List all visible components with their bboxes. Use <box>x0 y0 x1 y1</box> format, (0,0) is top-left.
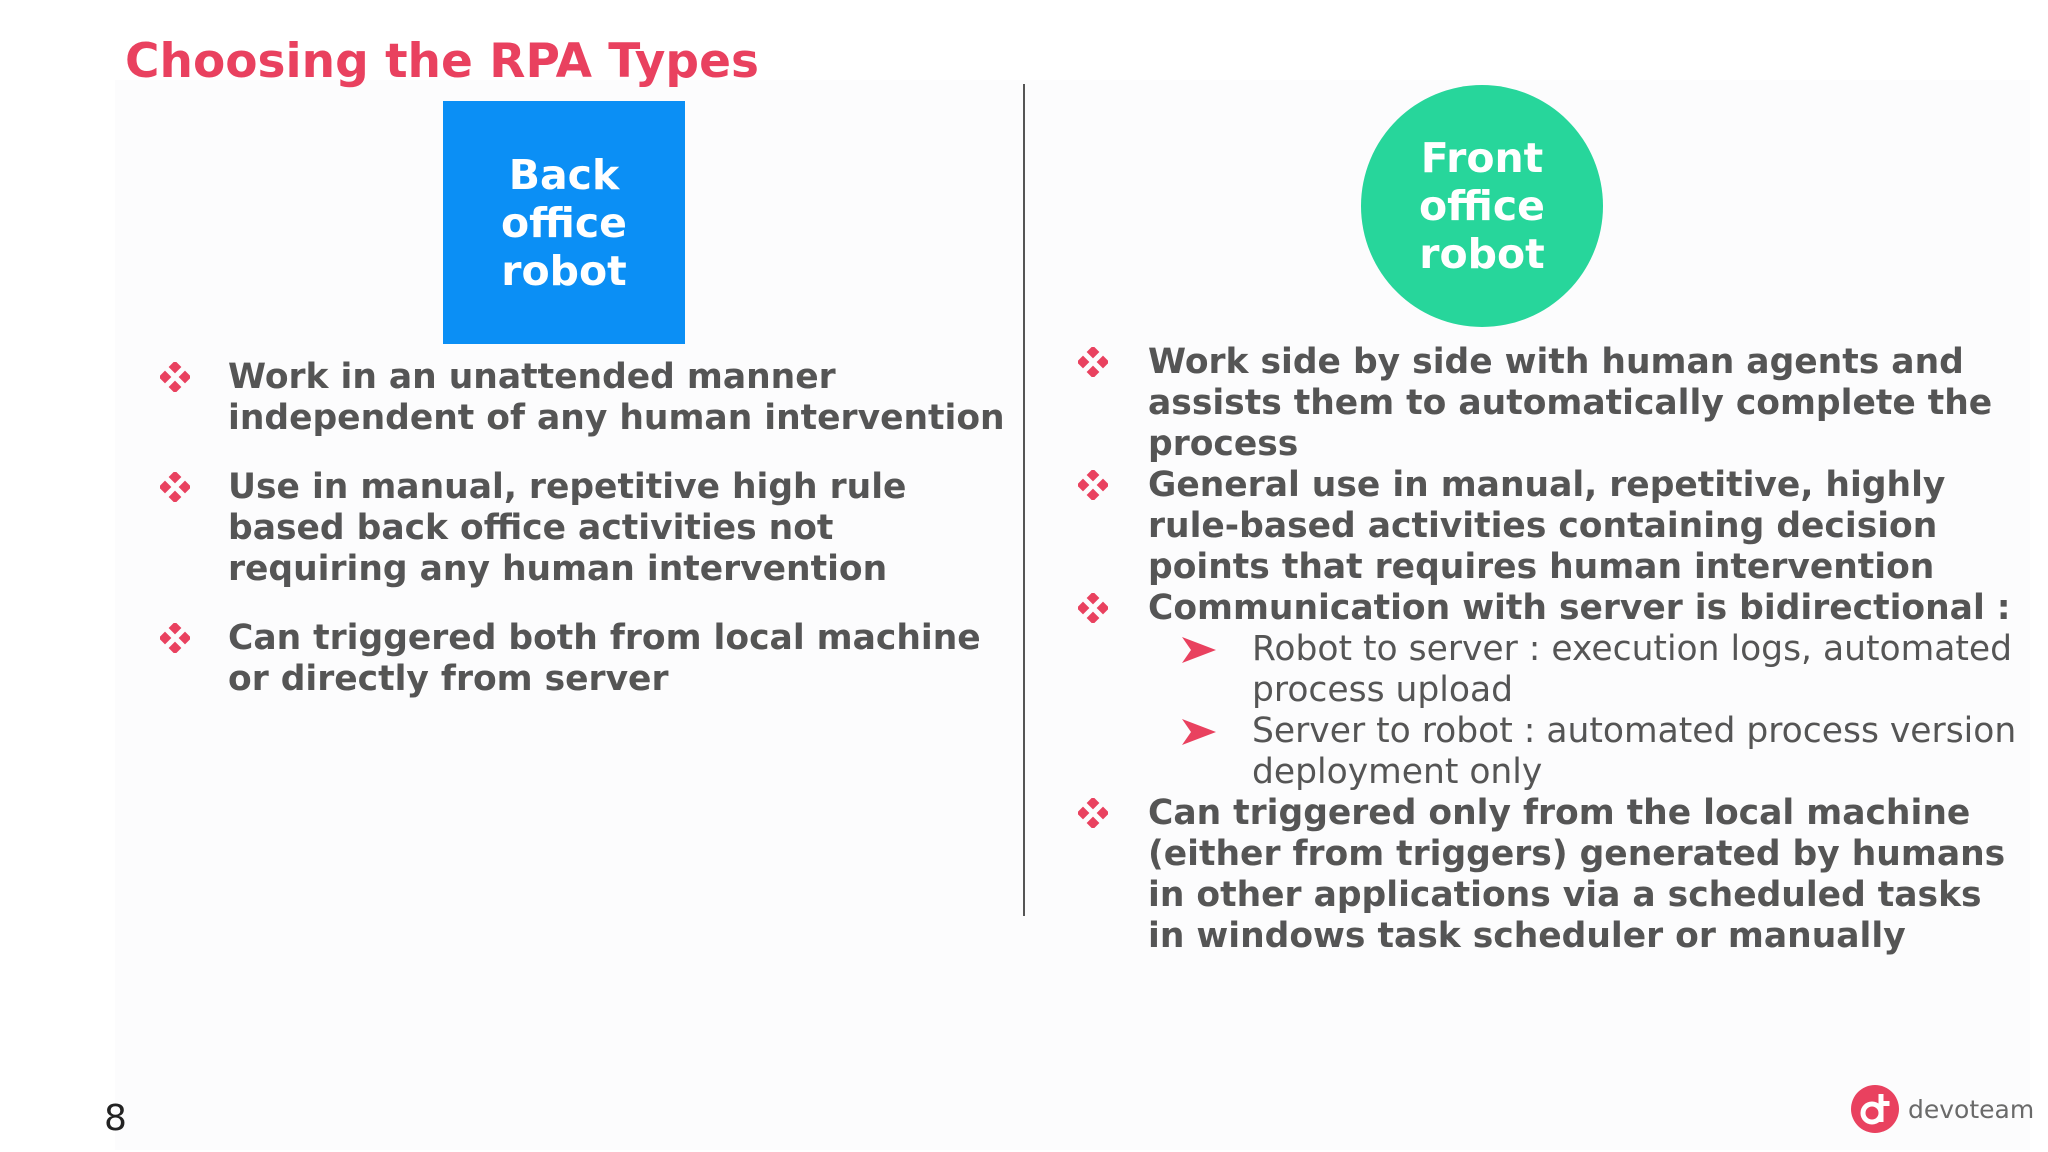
bullet-text: Work in an unattended manner independent… <box>228 357 1005 438</box>
list-item: General use in manual, repetitive, highl… <box>1078 465 2018 588</box>
bullet-text: Work side by side with human agents and … <box>1148 342 1993 464</box>
list-item: Can triggered both from local machine or… <box>160 618 1020 700</box>
bullet-text: Can triggered only from the local machin… <box>1148 793 2006 956</box>
four-diamond-bullet-icon <box>1078 470 1108 500</box>
devoteam-logo-icon <box>1851 1085 1899 1133</box>
slide-title: Choosing the RPA Types <box>125 34 759 89</box>
list-item: Can triggered only from the local machin… <box>1078 793 2018 957</box>
sub-bullet-text: Server to robot : automated process vers… <box>1252 711 2017 792</box>
logo-wordmark: devoteam <box>1908 1094 2035 1124</box>
list-item: Communication with server is bidirection… <box>1078 588 2018 793</box>
list-item: Work in an unattended manner independent… <box>160 357 1020 439</box>
sub-bullet-list: Robot to server : execution logs, automa… <box>1182 629 2018 793</box>
sub-bullet-text: Robot to server : execution logs, automa… <box>1252 629 2013 710</box>
front-office-bullet-list: Work side by side with human agents and … <box>1078 342 2018 957</box>
devoteam-logo: devoteam <box>1850 1083 2034 1135</box>
arrowhead-bullet-icon <box>1182 719 1216 745</box>
list-item: Work side by side with human agents and … <box>1078 342 2018 465</box>
four-diamond-bullet-icon <box>160 623 190 653</box>
back-office-robot-box: Back office robot <box>443 101 685 344</box>
list-item: Use in manual, repetitive high rule base… <box>160 467 1020 590</box>
bullet-text: Use in manual, repetitive high rule base… <box>228 467 907 589</box>
bullet-text: Communication with server is bidirection… <box>1148 588 2011 628</box>
arrowhead-bullet-icon <box>1182 637 1216 663</box>
four-diamond-bullet-icon <box>160 362 190 392</box>
page-number: 8 <box>104 1098 127 1139</box>
sub-list-item: Server to robot : automated process vers… <box>1182 711 2018 793</box>
bullet-text: Can triggered both from local machine or… <box>228 618 981 699</box>
front-office-robot-circle: Front office robot <box>1361 85 1603 327</box>
four-diamond-bullet-icon <box>1078 798 1108 828</box>
bullet-text: General use in manual, repetitive, highl… <box>1148 465 1946 587</box>
four-diamond-bullet-icon <box>160 472 190 502</box>
column-divider <box>1023 84 1025 916</box>
four-diamond-bullet-icon <box>1078 347 1108 377</box>
sub-list-item: Robot to server : execution logs, automa… <box>1182 629 2018 711</box>
slide-background <box>115 80 2030 1150</box>
back-office-bullet-list: Work in an unattended manner independent… <box>160 357 1020 728</box>
four-diamond-bullet-icon <box>1078 593 1108 623</box>
